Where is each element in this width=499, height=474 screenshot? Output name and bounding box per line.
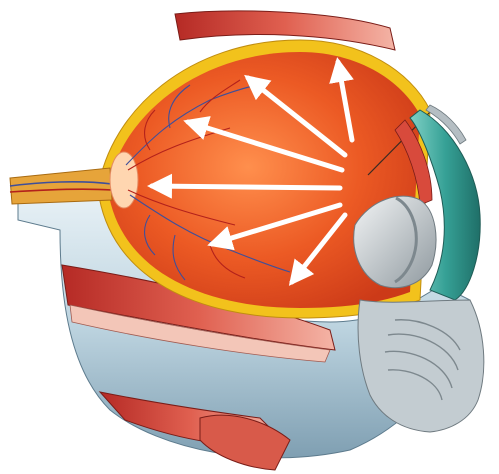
optic-nerve bbox=[10, 168, 112, 204]
optic-disc bbox=[110, 152, 138, 208]
arrow-left bbox=[152, 186, 340, 188]
